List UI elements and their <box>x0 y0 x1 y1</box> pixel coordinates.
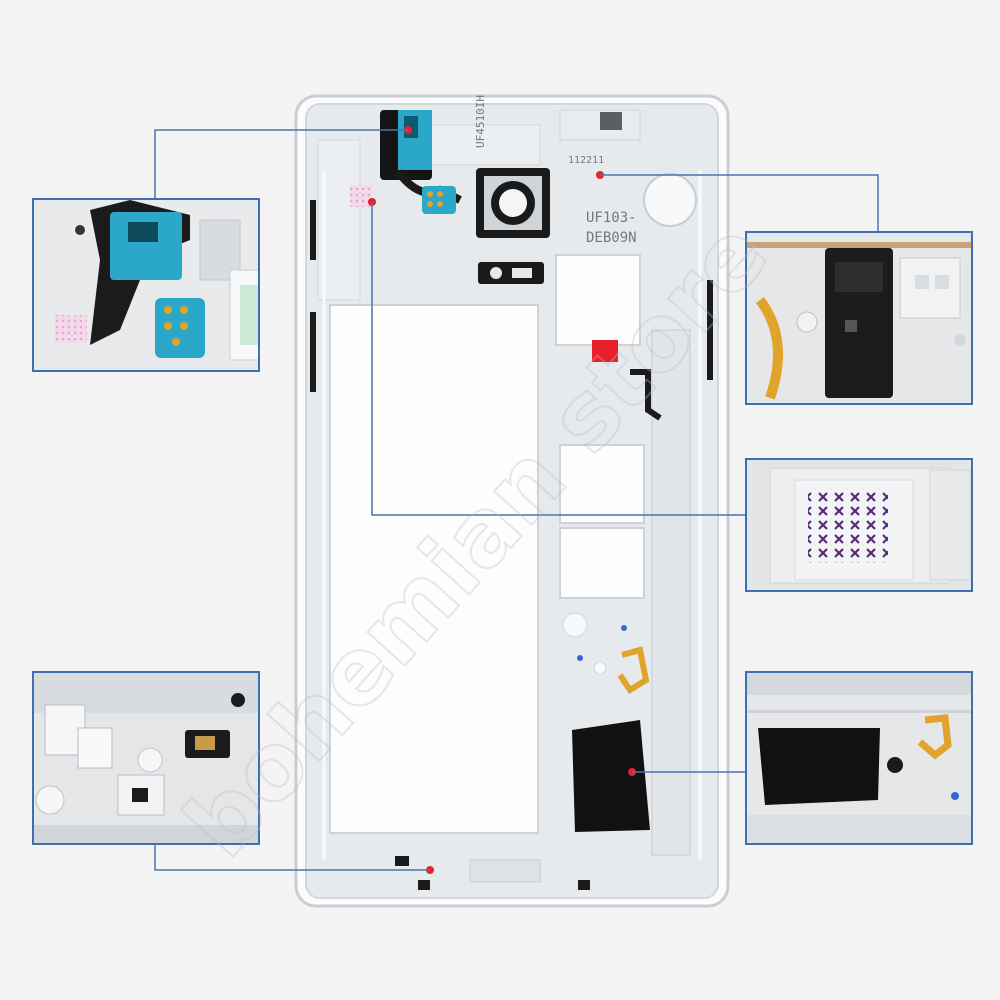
red-pad <box>592 340 618 362</box>
frame-vertical-code: UF4510IH <box>474 95 487 148</box>
callout-lines <box>154 129 879 871</box>
callout-loudspeaker <box>745 671 973 845</box>
battery-cutout <box>329 304 539 834</box>
charging-port-icon <box>395 856 590 890</box>
frame-code-2: DEB09N <box>586 230 637 246</box>
microphone-mesh-icon <box>350 185 372 207</box>
frame-code-1: UF103- <box>586 210 637 226</box>
microphone-mesh-closeup <box>808 488 888 563</box>
callout-earphone-jack <box>745 231 973 405</box>
callout-bottom-port <box>32 671 260 845</box>
midframe: UF103- DEB09N 112211 UF4510IH <box>294 94 730 908</box>
camera-lens-icon <box>476 168 550 284</box>
frame-date-stamp: 112211 <box>568 155 604 166</box>
callout-mesh-grille <box>745 458 973 592</box>
callout-headphone-jack <box>32 198 260 372</box>
loudspeaker-icon <box>572 646 650 832</box>
